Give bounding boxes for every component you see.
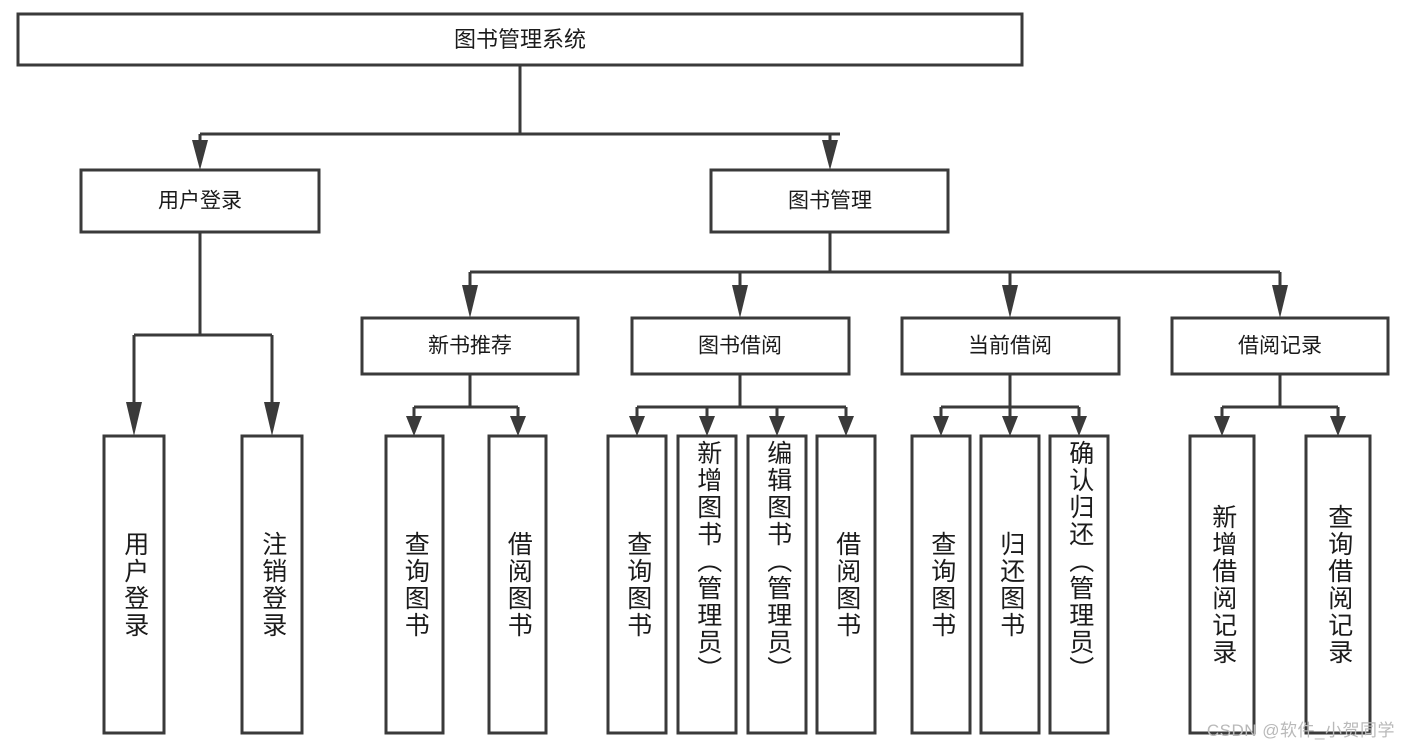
arrow-to-borrow-record xyxy=(1272,285,1288,318)
node-root-box[interactable] xyxy=(16,12,1024,67)
leaf-box-cb-query[interactable] xyxy=(910,434,972,735)
arrow-to-user-login xyxy=(192,140,208,170)
arrowhead-group xyxy=(126,140,1346,436)
arrow-br-leaf-1 xyxy=(1214,416,1230,436)
arrow-nb-leaf-2 xyxy=(510,416,526,436)
leaf-box-br-query[interactable] xyxy=(1304,434,1372,735)
arrow-to-leaf-logout xyxy=(264,402,280,436)
leaf-box-logout[interactable] xyxy=(240,434,304,735)
page-title: 图书管理系统 xyxy=(454,27,586,52)
arrow-bb-leaf-3 xyxy=(769,416,785,436)
node-label-book-mgmt: 图书管理 xyxy=(788,190,872,213)
node-user-login-box[interactable] xyxy=(79,168,321,234)
watermark: CSDN @软件_小贺同学 xyxy=(1206,721,1395,740)
node-book-mgmt-box[interactable] xyxy=(709,168,950,234)
arrow-bb-leaf-2 xyxy=(699,416,715,436)
node-label-new-book: 新书推荐 xyxy=(428,335,512,358)
leaf-box-nb-query[interactable] xyxy=(384,434,445,735)
leaf-box-bb-edit[interactable] xyxy=(746,434,808,735)
node-label-borrow-record: 借阅记录 xyxy=(1238,335,1322,358)
arrow-to-new-book xyxy=(462,285,478,318)
node-label-group: 图书管理系统 用户登录 图书管理 新书推荐 图书借阅 当前借阅 借阅记录 xyxy=(158,27,1322,358)
leaf-box-user-login[interactable] xyxy=(102,434,166,735)
node-book-borrow-box[interactable] xyxy=(630,316,851,376)
arrow-to-current-borrow xyxy=(1002,285,1018,318)
arrow-to-book-mgmt xyxy=(822,140,838,170)
node-label-current-borrow: 当前借阅 xyxy=(968,335,1052,358)
arrow-br-leaf-2 xyxy=(1330,416,1346,436)
arrow-cb-leaf-1 xyxy=(933,416,949,436)
leaf-box-bb-borrow[interactable] xyxy=(815,434,877,735)
node-label-book-borrow: 图书借阅 xyxy=(698,335,782,358)
node-borrow-record-box[interactable] xyxy=(1170,316,1390,376)
arrow-cb-leaf-2 xyxy=(1002,416,1018,436)
leaf-box-nb-borrow[interactable] xyxy=(487,434,548,735)
arrow-bb-leaf-1 xyxy=(629,416,645,436)
arrow-to-leaf-user-login xyxy=(126,402,142,436)
arrow-bb-leaf-4 xyxy=(838,416,854,436)
leaf-box-br-add[interactable] xyxy=(1188,434,1256,735)
node-label-user-login: 用户登录 xyxy=(158,190,242,213)
arrow-cb-leaf-3 xyxy=(1071,416,1087,436)
connector-group xyxy=(132,65,1340,416)
arrow-nb-leaf-1 xyxy=(406,416,422,436)
node-current-borrow-box[interactable] xyxy=(900,316,1121,376)
leaf-box-bb-query[interactable] xyxy=(606,434,668,735)
arrow-to-book-borrow xyxy=(732,285,748,318)
leaf-box-cb-return[interactable] xyxy=(979,434,1041,735)
leaf-box-bb-add[interactable] xyxy=(676,434,738,735)
node-new-book-box[interactable] xyxy=(360,316,580,376)
leaf-box-cb-confirm[interactable] xyxy=(1048,434,1110,735)
node-box-group xyxy=(16,12,1390,735)
